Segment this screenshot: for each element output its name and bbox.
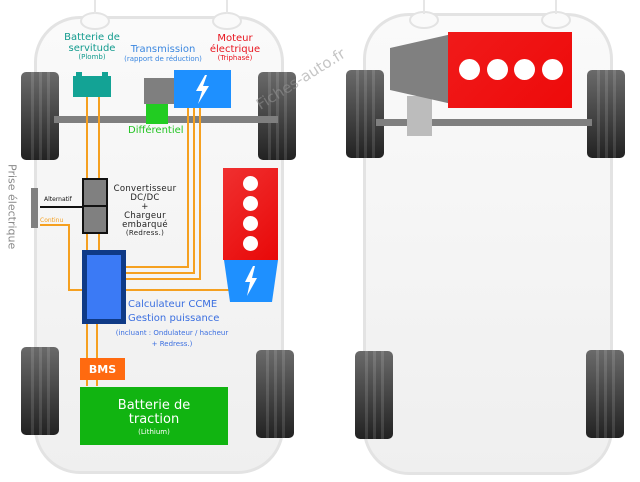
motor-label: Moteur électrique (Triphasé)	[200, 33, 270, 62]
wheel-rear-left	[21, 347, 59, 435]
converter-line-3: +	[141, 201, 149, 212]
wheel-front-right	[587, 70, 625, 158]
service-battery-title-2: servitude	[68, 42, 116, 54]
wire	[98, 234, 100, 252]
transmission-subtitle: (rapport de réduction)	[124, 54, 202, 63]
wheel-rear-right	[256, 350, 294, 438]
converter-label: Convertisseur DC/DC + Chargeur embarqué …	[110, 185, 180, 237]
converter-line-5: embarqué	[122, 219, 168, 230]
wire	[86, 234, 88, 252]
converter-line-6: (Redress.)	[125, 228, 165, 237]
traction-battery-subtitle: (Lithium)	[138, 427, 170, 436]
motor-subtitle: (Triphasé)	[217, 54, 253, 62]
traction-battery-line-2: traction	[128, 412, 180, 428]
wheel-front-left	[21, 72, 59, 160]
converter-line-4: Chargeur	[124, 210, 166, 221]
cylinder	[243, 196, 258, 211]
power-controller	[82, 250, 126, 324]
cylinder	[542, 59, 563, 80]
differential-label: Différentiel	[128, 125, 184, 136]
light-beam	[226, 0, 228, 14]
wire	[86, 96, 88, 178]
bms-box: BMS	[80, 358, 125, 380]
cylinder	[487, 59, 508, 80]
transmission-title: Transmission	[130, 44, 196, 55]
wire	[126, 278, 201, 280]
service-battery-label: Batterie de servitude (Plomb)	[56, 32, 128, 61]
headlight-left	[80, 12, 110, 30]
cylinder	[243, 236, 258, 251]
transmission-box	[144, 78, 176, 104]
wire	[199, 108, 201, 280]
wire	[98, 96, 100, 178]
generator-motor	[224, 260, 278, 302]
wire	[187, 108, 189, 268]
service-battery-subtitle: (Plomb)	[78, 53, 106, 61]
lightning-icon	[196, 75, 209, 104]
dc-label: Continu	[40, 217, 64, 224]
gearbox	[390, 34, 452, 104]
converter-line-1: Convertisseur	[113, 184, 177, 194]
service-battery	[73, 76, 111, 97]
driveshaft	[407, 96, 432, 136]
wire	[96, 322, 98, 386]
transmission-label: Transmission (rapport de réduction)	[118, 44, 208, 63]
battery-terminal	[102, 72, 108, 76]
ac-label: Alternatif	[44, 196, 72, 203]
controller-line-3: (incluant : Ondulateur / hacheur	[115, 329, 229, 337]
wire	[68, 289, 236, 291]
controller-line-1: Calculateur CCME	[128, 299, 218, 310]
lightning-icon	[245, 266, 257, 296]
plug-socket	[31, 188, 38, 228]
light-beam	[423, 0, 425, 14]
bms-label: BMS	[88, 362, 117, 376]
light-beam	[555, 0, 557, 14]
cylinder	[243, 216, 258, 231]
converter-line-2: DC/DC	[130, 192, 160, 203]
motor-title-2: électrique	[209, 43, 261, 55]
traction-battery-line-1: Batterie de	[117, 398, 191, 413]
cylinder	[243, 176, 258, 191]
cylinder	[514, 59, 535, 80]
controller-line-4: + Redress.)	[151, 340, 193, 349]
cylinder	[459, 59, 480, 80]
wire	[193, 108, 195, 274]
electric-motor	[174, 70, 231, 108]
plug-label: Prise électrique	[5, 164, 19, 250]
front-axle	[376, 119, 592, 126]
motor-title-1: Moteur	[217, 33, 253, 44]
wheel-front-left	[346, 70, 384, 158]
differential	[146, 104, 168, 124]
battery-terminal	[76, 72, 82, 76]
controller-label: Calculateur CCME Gestion puissance	[128, 298, 219, 326]
headlight-right	[212, 12, 242, 30]
controller-details: (incluant : Ondulateur / hacheur + Redre…	[112, 328, 232, 350]
wheel-rear-right	[586, 350, 624, 438]
ac-line	[40, 206, 82, 208]
wire	[86, 322, 88, 386]
service-battery-title-1: Batterie de	[64, 32, 120, 43]
thermal-engine	[448, 32, 572, 108]
light-beam	[94, 0, 96, 14]
wire	[126, 272, 195, 274]
converter-divider	[82, 205, 108, 207]
wire	[68, 224, 70, 291]
traction-battery: Batterie de traction (Lithium)	[80, 387, 228, 445]
wheel-rear-left	[355, 351, 393, 439]
thermal-engine-block	[223, 168, 278, 260]
wire	[126, 266, 189, 268]
wire	[40, 224, 70, 226]
controller-line-2: Gestion puissance	[128, 313, 220, 324]
